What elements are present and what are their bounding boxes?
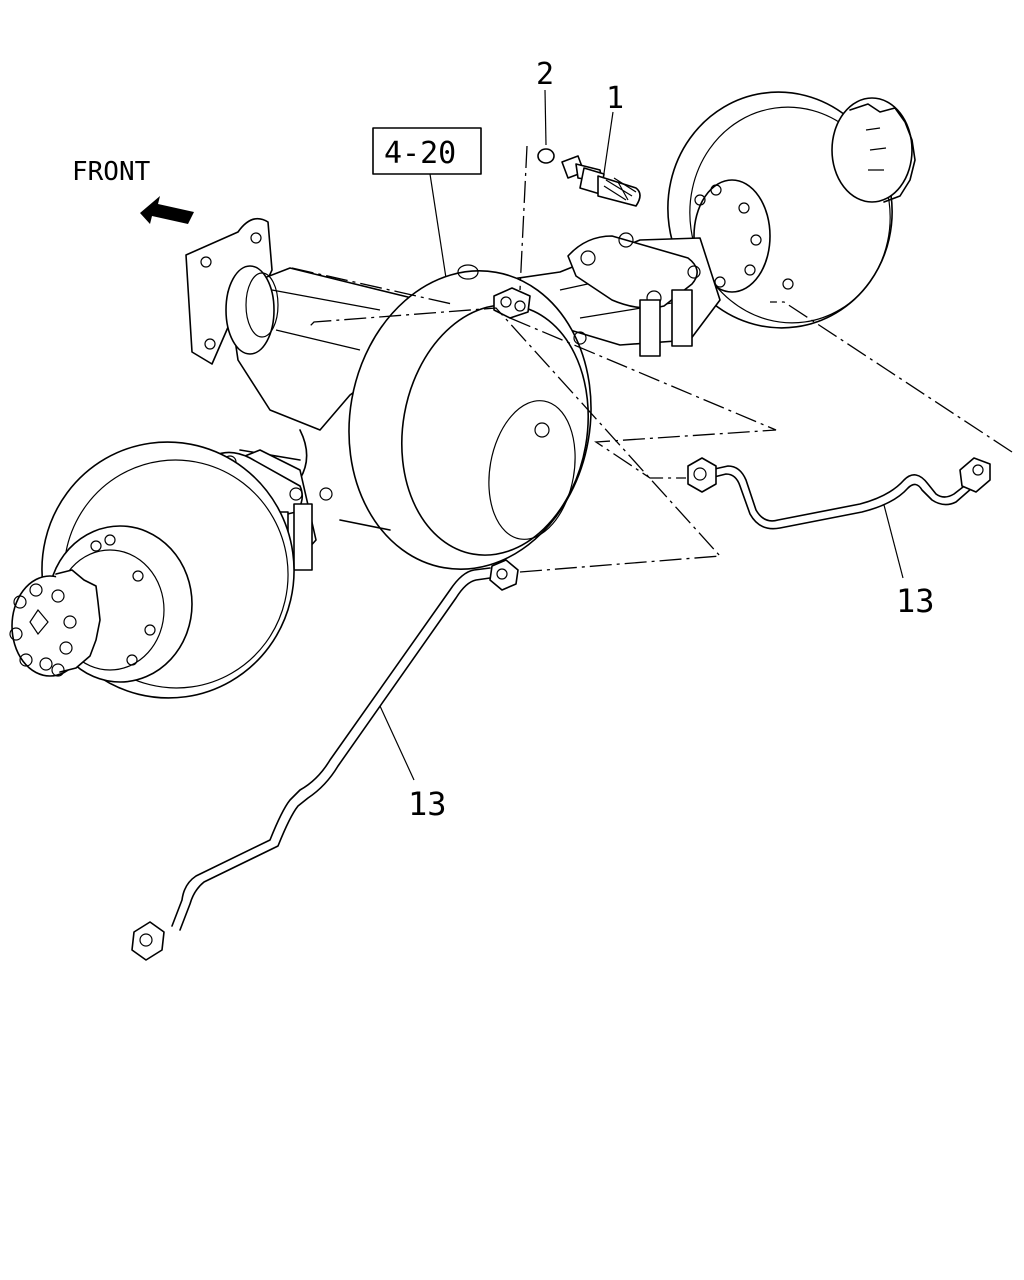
- right-pipe-end-nut-icon: [687, 457, 717, 493]
- leader-part-13-left: [379, 705, 415, 781]
- callout-part-1: 1: [606, 81, 624, 116]
- callout-part-2: 2: [536, 57, 554, 92]
- left-brake-drum: [9, 441, 295, 699]
- callout-part-13-left: 13: [408, 785, 447, 823]
- centerline-right-pipe-to-hub: [770, 301, 1013, 453]
- centerline-part-1-to-housing: [509, 317, 777, 479]
- centerline-left-pipe-to-union: [309, 307, 722, 573]
- reference-box-text: 4-20: [384, 136, 456, 171]
- right-pipe-hub-nut-icon: [959, 457, 991, 493]
- leader-part-13-right: [883, 504, 904, 579]
- front-label: FRONT: [72, 157, 151, 187]
- centerline-fitting-vertical: [519, 145, 528, 291]
- front-direction-arrow-icon: [140, 196, 194, 224]
- left-pipe-hub-nut-icon: [131, 921, 165, 961]
- right-brake-pipe-part-13: [687, 457, 991, 530]
- leader-4-20: [429, 173, 447, 279]
- leader-part-1: [602, 111, 614, 181]
- leader-part-2: [544, 89, 547, 146]
- right-bleeder-fitting-icon: [782, 278, 794, 290]
- brake-pipe-union-fitting: [493, 287, 531, 319]
- right-brake-drum: [667, 91, 916, 329]
- left-brake-pipe-part-13: [131, 559, 519, 961]
- centerline-left-tube-guide: [291, 267, 453, 305]
- left-pipe-union-nut-icon: [489, 559, 519, 591]
- hub-cap-emblem-icon: [29, 608, 49, 636]
- callout-part-13-right: 13: [896, 582, 935, 620]
- connector-part-1-icon: [561, 155, 641, 207]
- reference-box-4-20[interactable]: 4-20: [372, 127, 482, 175]
- gasket-part-2-icon: [537, 148, 555, 164]
